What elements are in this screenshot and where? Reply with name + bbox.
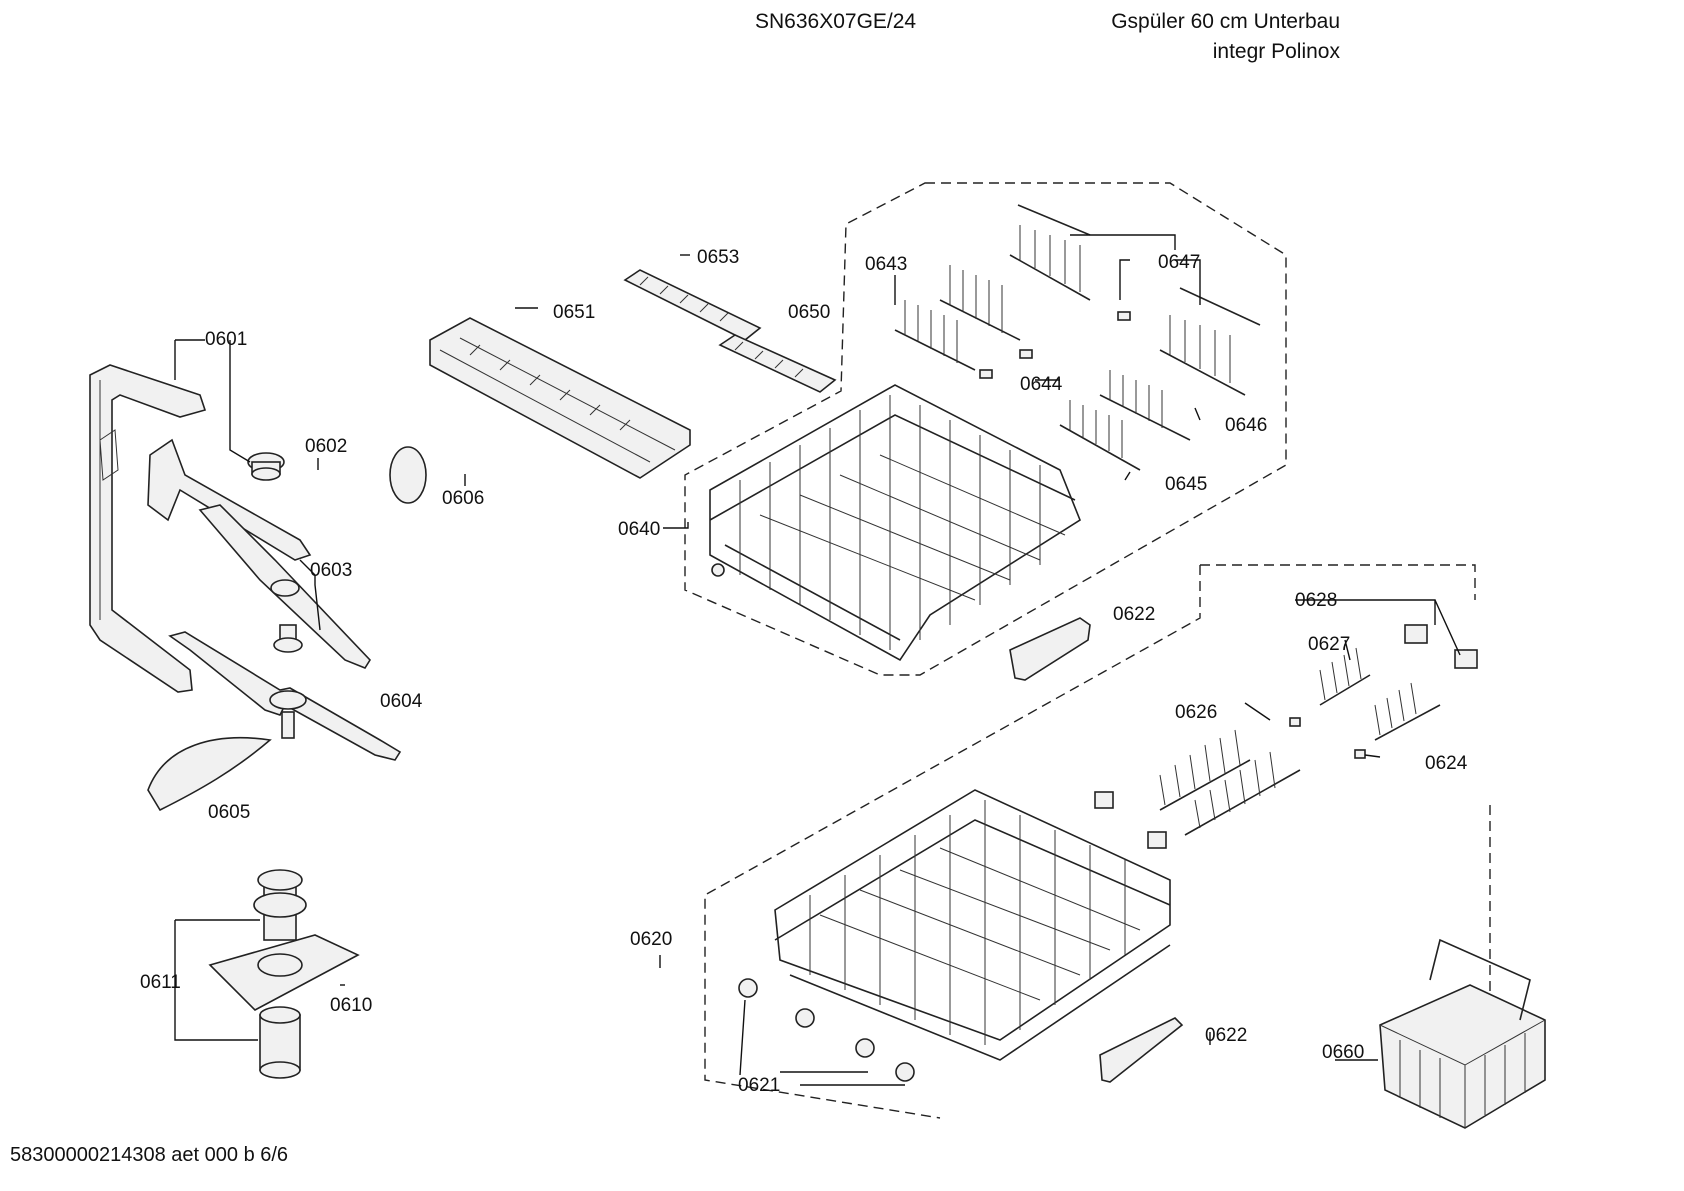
callout-0660: 0660 (1322, 1042, 1364, 1063)
callout-0624: 0624 (1425, 753, 1468, 774)
model-number: SN636X07GE/24 (755, 10, 917, 33)
upper-basket-part (709, 384, 1081, 662)
upper-basket-group-outline (684, 182, 1287, 676)
lower-rack-insert-0627b (1374, 682, 1441, 741)
lower-rack-insert-0626 (1159, 729, 1301, 836)
appliance-title-line2: integr Polinox (1212, 40, 1340, 63)
rack-clips-0624 (1289, 717, 1366, 759)
callout-0621: 0621 (738, 1075, 780, 1096)
cutlery-tray-part (429, 317, 691, 479)
callout-0640: 0640 (618, 519, 660, 540)
supply-pipe-part (89, 364, 207, 693)
callout-0650: 0650 (788, 302, 830, 323)
rack-holders-0628 (1094, 624, 1478, 849)
rack-clips-0644 (979, 311, 1131, 379)
callout-0647: 0647 (1158, 252, 1200, 273)
spray-arm-connector-part (273, 624, 303, 653)
callout-0620: 0620 (630, 929, 672, 950)
callout-0645: 0645 (1165, 474, 1207, 495)
spray-arm-nut-part (247, 452, 285, 481)
knife-shelf-part-a (623, 269, 762, 341)
upper-rack-insert-0643 (894, 300, 976, 371)
callout-0610: 0610 (330, 995, 372, 1016)
arm-cover-part (147, 737, 272, 812)
callout-0622-lower: 0622 (1205, 1025, 1247, 1046)
callout-0653: 0653 (697, 247, 739, 268)
callout-0627: 0627 (1308, 634, 1350, 655)
handle-upper-part (1009, 617, 1091, 681)
callout-0602: 0602 (305, 436, 347, 457)
callout-0646: 0646 (1225, 415, 1267, 436)
upper-rack-insert-0647b (1159, 287, 1261, 396)
callout-0628: 0628 (1295, 590, 1337, 611)
callout-0603: 0603 (310, 560, 352, 581)
upper-rack-insert-0645 (1059, 400, 1141, 471)
lower-basket-group-outline (1200, 564, 1476, 600)
callout-0606: 0606 (442, 488, 484, 509)
upper-rack-insert-0643b (939, 265, 1021, 341)
callout-0643: 0643 (865, 254, 907, 275)
appliance-title-line1: Gspüler 60 cm Unterbau (1111, 10, 1340, 33)
spray-disc-part (389, 446, 427, 504)
basket-wheels-part (738, 978, 915, 1082)
lower-basket-part (774, 789, 1171, 1061)
callout-0644: 0644 (1020, 374, 1063, 395)
lower-rack-insert-0627a (1319, 647, 1371, 706)
lower-spray-arm-part (168, 631, 402, 761)
callout-0601: 0601 (205, 329, 247, 350)
lower-basket-group-outline-left (704, 565, 1201, 1119)
document-footer-code: 58300000214308 aet 000 b 6/6 (10, 1144, 289, 1166)
callout-0604: 0604 (380, 691, 423, 712)
cutlery-basket-part (1379, 938, 1546, 1129)
callout-0622-upper: 0622 (1113, 604, 1155, 625)
handle-lower-part (1099, 1017, 1184, 1083)
upper-spray-arm-part (147, 438, 372, 669)
filter-assembly-part (208, 869, 360, 1079)
upper-rack-insert-0647a (1009, 204, 1091, 301)
callout-0605: 0605 (208, 802, 250, 823)
callout-0651: 0651 (553, 302, 595, 323)
upper-rack-insert-0646 (1099, 370, 1191, 441)
knife-shelf-part-b (718, 334, 837, 393)
callout-0611: 0611 (140, 972, 181, 993)
leader-lines (174, 234, 1461, 1086)
callout-0626: 0626 (1175, 702, 1217, 723)
